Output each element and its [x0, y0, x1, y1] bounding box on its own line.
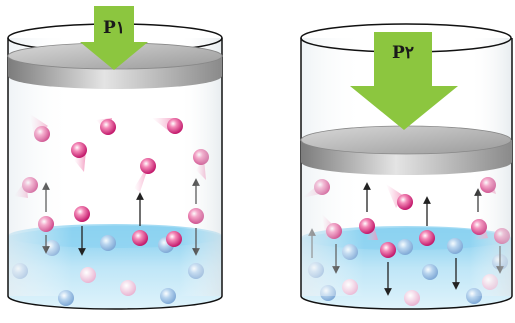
- pressure-arrow-right: P٢: [350, 32, 458, 130]
- container-left: P١: [7, 6, 223, 310]
- pressure-arrow-left: P١: [80, 6, 148, 70]
- container-right: P٢: [300, 23, 513, 310]
- piston-right: [300, 125, 512, 176]
- pressure-label-left: P١: [103, 18, 125, 38]
- pressure-label-right: P٢: [392, 43, 414, 63]
